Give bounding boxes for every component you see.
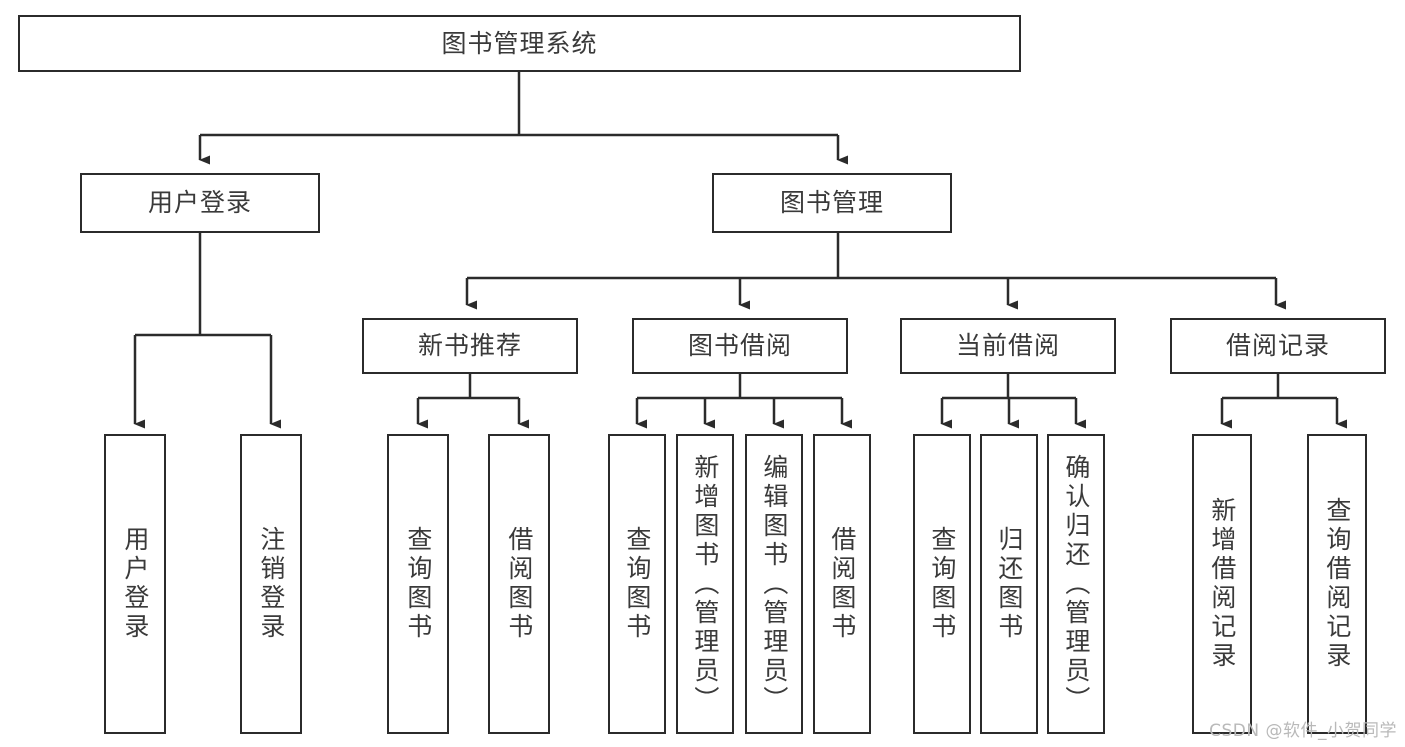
node-leaf-query-book-1[interactable]: 查询图书 — [387, 434, 449, 734]
node-user-login-label: 用户登录 — [147, 188, 252, 218]
node-book-manage[interactable]: 图书管理 — [712, 173, 952, 233]
node-borrow-record-label: 借阅记录 — [1225, 331, 1330, 361]
node-new-book-recommend-label: 新书推荐 — [417, 331, 522, 361]
node-leaf-add-record[interactable]: 新增借阅记录 — [1192, 434, 1252, 734]
node-leaf-query-book-1-label: 查询图书 — [403, 526, 433, 642]
node-leaf-add-book[interactable]: 新增图书（管理员） — [676, 434, 734, 734]
node-leaf-user-login[interactable]: 用户登录 — [104, 434, 166, 734]
node-leaf-edit-book-label: 编辑图书（管理员） — [759, 453, 789, 715]
node-leaf-add-book-label: 新增图书（管理员） — [690, 453, 720, 715]
node-leaf-query-book-2[interactable]: 查询图书 — [608, 434, 666, 734]
node-leaf-query-book-2-label: 查询图书 — [622, 526, 652, 642]
node-leaf-borrow-book-2-label: 借阅图书 — [827, 526, 857, 642]
node-root-label: 图书管理系统 — [441, 28, 598, 58]
node-borrow-record[interactable]: 借阅记录 — [1170, 318, 1386, 374]
node-leaf-add-record-label: 新增借阅记录 — [1207, 497, 1237, 671]
node-leaf-user-logout[interactable]: 注销登录 — [240, 434, 302, 734]
node-leaf-query-book-3[interactable]: 查询图书 — [913, 434, 971, 734]
node-leaf-confirm-return[interactable]: 确认归还（管理员） — [1047, 434, 1105, 734]
node-current-borrow[interactable]: 当前借阅 — [900, 318, 1116, 374]
node-current-borrow-label: 当前借阅 — [955, 331, 1060, 361]
node-leaf-query-record[interactable]: 查询借阅记录 — [1307, 434, 1367, 734]
node-leaf-borrow-book-2[interactable]: 借阅图书 — [813, 434, 871, 734]
node-book-manage-label: 图书管理 — [779, 188, 884, 218]
node-leaf-return-book-label: 归还图书 — [994, 526, 1024, 642]
node-new-book-recommend[interactable]: 新书推荐 — [362, 318, 578, 374]
node-leaf-user-logout-label: 注销登录 — [256, 526, 286, 642]
node-leaf-query-book-3-label: 查询图书 — [927, 526, 957, 642]
node-book-borrow[interactable]: 图书借阅 — [632, 318, 848, 374]
node-leaf-borrow-book-1[interactable]: 借阅图书 — [488, 434, 550, 734]
node-leaf-borrow-book-1-label: 借阅图书 — [504, 526, 534, 642]
csdn-watermark: CSDN @软件_小贺同学 — [1209, 721, 1397, 741]
node-leaf-confirm-return-label: 确认归还（管理员） — [1061, 453, 1091, 715]
node-book-borrow-label: 图书借阅 — [687, 331, 792, 361]
node-user-login[interactable]: 用户登录 — [80, 173, 320, 233]
node-leaf-query-record-label: 查询借阅记录 — [1322, 497, 1352, 671]
node-root[interactable]: 图书管理系统 — [18, 15, 1021, 72]
node-leaf-return-book[interactable]: 归还图书 — [980, 434, 1038, 734]
node-leaf-user-login-label: 用户登录 — [120, 526, 150, 642]
node-leaf-edit-book[interactable]: 编辑图书（管理员） — [745, 434, 803, 734]
